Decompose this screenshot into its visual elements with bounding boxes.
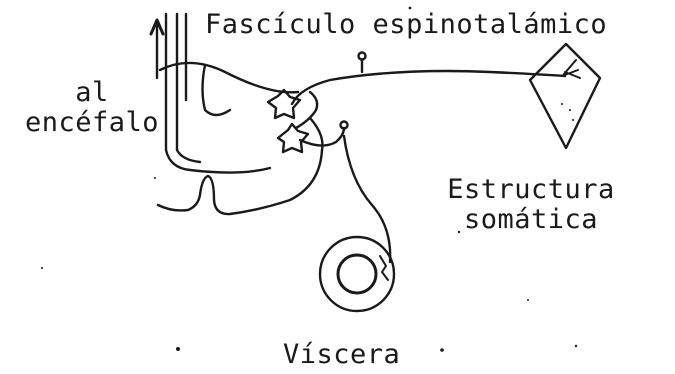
brain-label-line1: al bbox=[12, 78, 172, 108]
spinal-cord-outline bbox=[158, 63, 323, 214]
viscera-label: Víscera bbox=[283, 340, 400, 370]
viscera-organ bbox=[320, 237, 394, 311]
visceral-fiber bbox=[300, 122, 390, 263]
somatic-label-line2: somática bbox=[436, 205, 626, 235]
tract-label: Fascículo espinotalámico bbox=[205, 10, 607, 40]
somatic-structure bbox=[530, 44, 600, 148]
star-neuron-icon bbox=[268, 90, 308, 152]
nerve-ending-icon bbox=[359, 53, 366, 60]
somatic-structure-label: Estructura somática bbox=[436, 175, 626, 235]
somatic-label-line1: Estructura bbox=[436, 175, 626, 205]
nerve-ending-icon bbox=[341, 122, 348, 129]
brain-label: al encéfalo bbox=[12, 78, 172, 138]
brain-label-line2: encéfalo bbox=[12, 108, 172, 138]
somatic-fiber bbox=[292, 53, 565, 129]
